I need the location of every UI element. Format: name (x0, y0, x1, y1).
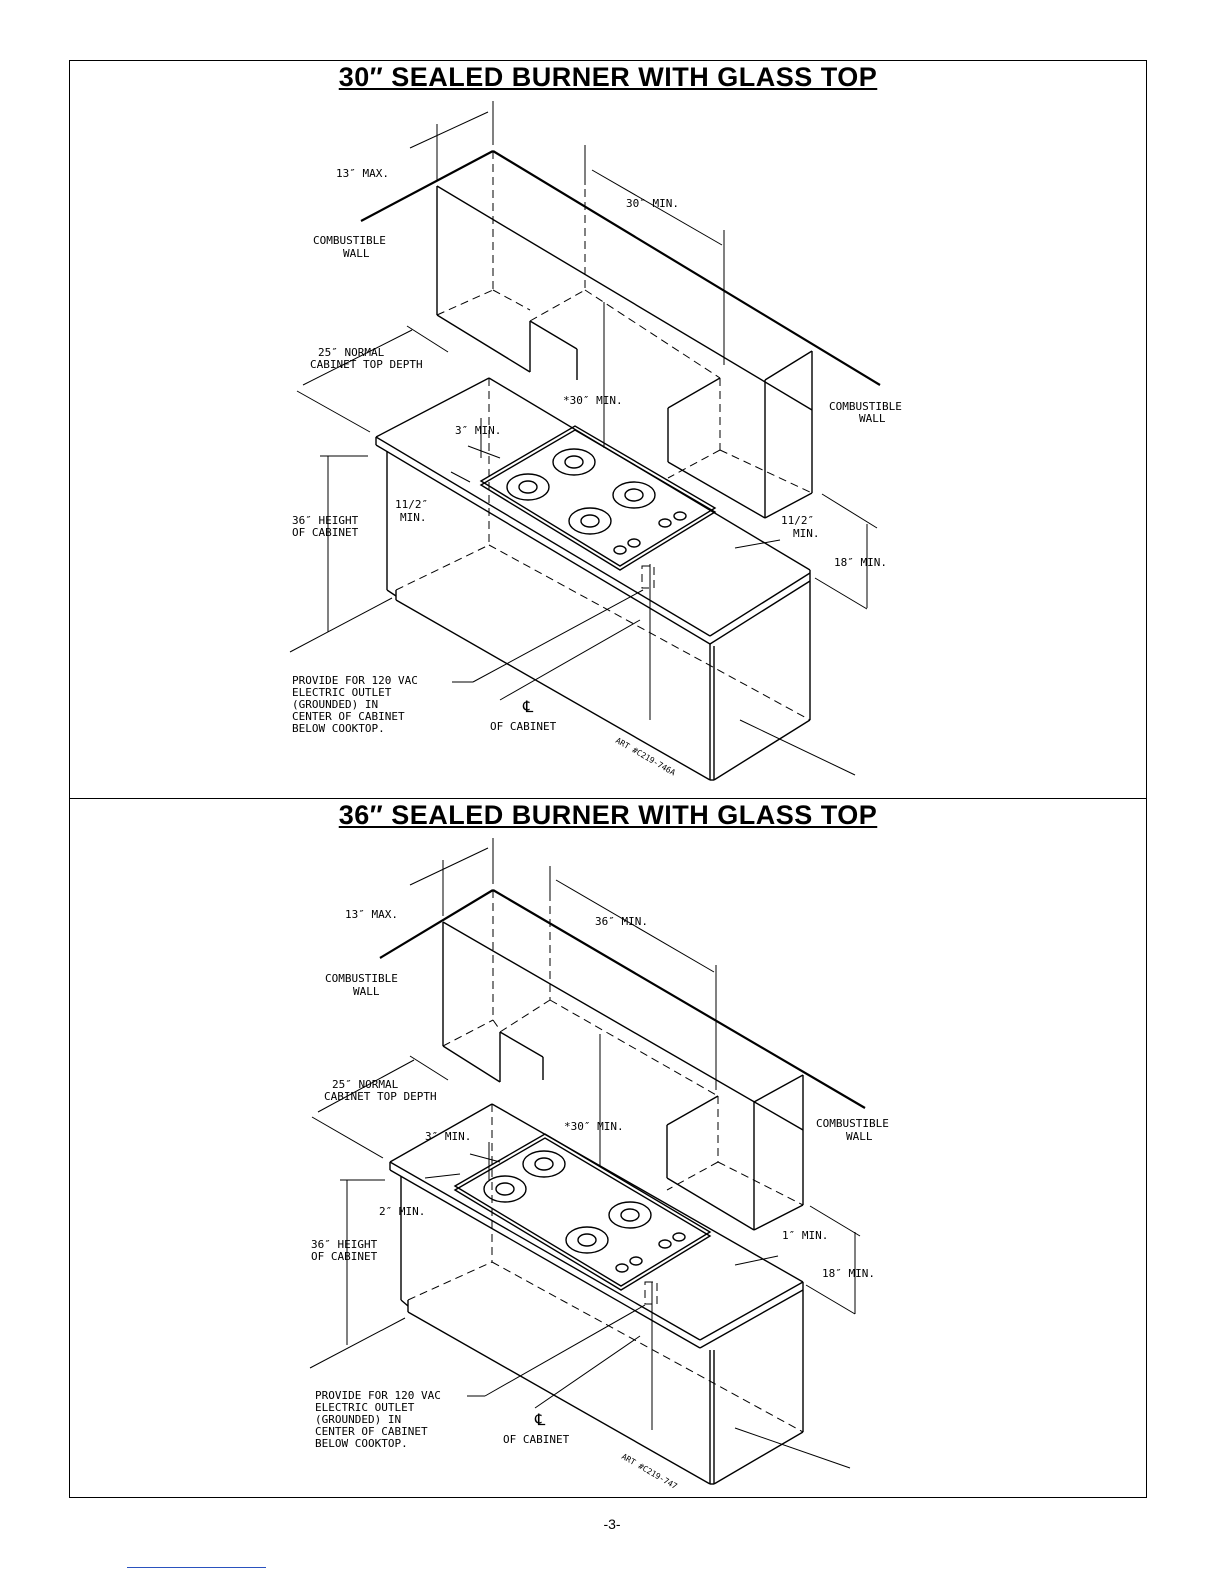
label-outlet: (GROUNDED) IN (315, 1413, 401, 1426)
label-outlet: (GROUNDED) IN (292, 698, 378, 711)
label-outlet: PROVIDE FOR 120 VAC (315, 1389, 441, 1402)
centerline-icon: ℄ (522, 697, 534, 716)
installation-diagram-36in: 13″ MAX. 36″ MIN. COMBUSTIBLE WALL 25″ N… (309, 838, 889, 1491)
label-right-side-min: 11/2″ (781, 514, 814, 527)
label-combustible-wall-left: COMBUSTIBLE (325, 972, 398, 985)
section-divider (69, 798, 1147, 799)
burners (483, 1150, 686, 1273)
label-outlet: CENTER OF CABINET (292, 710, 405, 723)
label-back-min: 3″ MIN. (425, 1130, 471, 1143)
burner-grate-icon (552, 448, 596, 476)
control-knob-icon (615, 1256, 643, 1273)
label-outlet: ELECTRIC OUTLET (292, 686, 392, 699)
control-knob-icon (613, 538, 641, 555)
label-combustible-wall-right: COMBUSTIBLE (829, 400, 902, 413)
burners (506, 448, 687, 555)
label-combustible-wall-right: COMBUSTIBLE (816, 1117, 889, 1130)
dimension-lines-lower (289, 302, 878, 776)
burner-grate-icon (506, 473, 550, 501)
upper-cabinet-outline (360, 150, 881, 519)
label-top-max: 13″ MAX. (336, 167, 389, 180)
label-right-side-min: MIN. (793, 527, 820, 540)
label-cabinet-height: 36″ HEIGHT (292, 514, 359, 527)
diagram-title-30in: 30″ SEALED BURNER WITH GLASS TOP (338, 62, 878, 92)
art-number: ART #C219-746A (614, 736, 677, 778)
label-width-min: 36″ MIN. (595, 915, 648, 928)
dimension-lines-upper (409, 101, 725, 365)
label-normal-depth: CABINET TOP DEPTH (310, 358, 423, 371)
burner-grate-icon (612, 481, 656, 509)
label-normal-depth: CABINET TOP DEPTH (324, 1090, 437, 1103)
base-cabinet-outline (375, 377, 811, 781)
label-cabinet-height: OF CABINET (292, 526, 359, 539)
label-outlet: BELOW COOKTOP. (292, 722, 385, 735)
outlet-icon (644, 1281, 658, 1305)
centerline-icon: ℄ (534, 1410, 546, 1429)
label-combustible-wall-left: WALL (343, 247, 370, 260)
art-number: ART #C219-747 (620, 1452, 679, 1491)
dimension-lines-lower (309, 1034, 861, 1469)
label-combustible-wall-right: WALL (859, 412, 886, 425)
label-cabinet-height: 36″ HEIGHT (311, 1238, 378, 1251)
outlet-icon (641, 565, 655, 589)
label-upper-min: 18″ MIN. (822, 1267, 875, 1280)
burner-grate-icon (568, 507, 612, 535)
burner-grate-icon (565, 1226, 609, 1254)
installation-diagram-30in: 13″ MAX. 30″ MIN. COMBUSTIBLE WALL 25″ N… (289, 101, 902, 781)
label-vertical-min: *30″ MIN. (564, 1120, 624, 1133)
label-combustible-wall-left: COMBUSTIBLE (313, 234, 386, 247)
label-back-min: 3″ MIN. (455, 424, 501, 437)
label-upper-min: 18″ MIN. (834, 556, 887, 569)
label-vertical-min: *30″ MIN. (563, 394, 623, 407)
diagram-title-36in: 36″ SEALED BURNER WITH GLASS TOP (338, 800, 878, 830)
cooktop (453, 1133, 712, 1291)
label-normal-depth: 25″ NORMAL (332, 1078, 399, 1091)
label-top-max: 13″ MAX. (345, 908, 398, 921)
burner-grate-icon (608, 1201, 652, 1229)
label-combustible-wall-right: WALL (846, 1130, 873, 1143)
label-centerline: OF CABINET (490, 720, 557, 733)
label-right-side-min: 1″ MIN. (782, 1229, 828, 1242)
label-left-side-min: 11/2″ (395, 498, 428, 511)
upper-cabinet-outline (379, 880, 866, 1231)
burner-grate-icon (483, 1175, 527, 1203)
label-outlet: CENTER OF CABINET (315, 1425, 428, 1438)
control-knob-icon (658, 511, 687, 528)
cooktop (479, 425, 717, 571)
footer-rule (127, 1567, 266, 1568)
label-left-side-min: MIN. (400, 511, 427, 524)
label-combustible-wall-left: WALL (353, 985, 380, 998)
label-cabinet-height: OF CABINET (311, 1250, 378, 1263)
label-outlet: ELECTRIC OUTLET (315, 1401, 415, 1414)
dimension-lines-upper (409, 838, 717, 1090)
burner-grate-icon (522, 1150, 566, 1178)
label-centerline: OF CABINET (503, 1433, 570, 1446)
label-normal-depth: 25″ NORMAL (318, 346, 385, 359)
page-frame (69, 60, 1147, 1498)
label-outlet: PROVIDE FOR 120 VAC (292, 674, 418, 687)
label-outlet: BELOW COOKTOP. (315, 1437, 408, 1450)
control-knob-icon (658, 1232, 686, 1249)
label-left-side-min: 2″ MIN. (379, 1205, 425, 1218)
page-number: -3- (603, 1516, 621, 1532)
base-cabinet-outline (389, 1103, 804, 1485)
label-width-min: 30″ MIN. (626, 197, 679, 210)
